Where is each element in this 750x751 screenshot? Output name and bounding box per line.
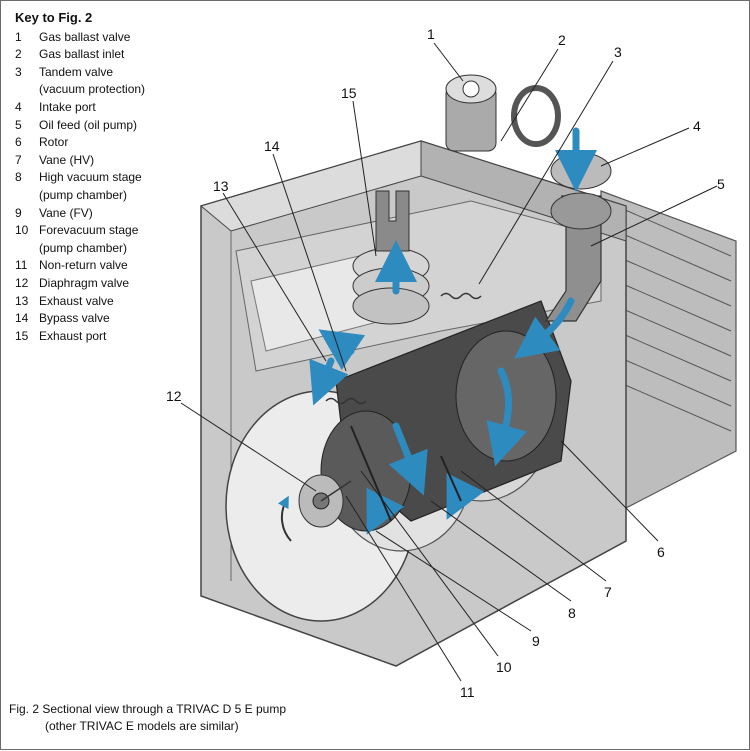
callout-10: 10 xyxy=(496,659,512,675)
key-item: 15 Exhaust port xyxy=(15,328,145,346)
key-item-number: 7 xyxy=(15,152,22,167)
key-item-label: High vacuum stage xyxy=(39,170,142,185)
key-item: 8 High vacuum stage xyxy=(15,169,145,187)
key-item-number: 9 xyxy=(15,205,22,220)
key-item-label: Diaphragm valve xyxy=(39,275,130,290)
caption-line-2: (other TRIVAC E models are similar) xyxy=(45,719,239,733)
callout-2: 2 xyxy=(558,32,566,48)
key-item-label: Forevacuum stage xyxy=(39,223,139,238)
key-item-label: Exhaust port xyxy=(39,328,107,343)
callout-14: 14 xyxy=(264,138,280,154)
key-item: (vacuum protection) xyxy=(15,81,145,99)
key-item: 7 Vane (HV) xyxy=(15,152,145,170)
callout-11: 11 xyxy=(460,684,475,700)
leader-lines xyxy=(180,42,718,682)
valve-springs xyxy=(320,292,482,502)
callout-12: 12 xyxy=(166,388,182,404)
figure-caption: Fig. 2 Sectional view through a TRIVAC D… xyxy=(9,701,286,735)
key-item: 3 Tandem valve xyxy=(15,64,145,82)
key-item-number: 11 xyxy=(15,258,28,273)
key-item-label: Intake port xyxy=(39,99,96,114)
key-item-number: 8 xyxy=(15,170,22,185)
key-item: 13 Exhaust valve xyxy=(15,293,145,311)
motor-housing xyxy=(600,190,737,522)
key-item-label: Exhaust valve xyxy=(39,293,114,308)
callout-13: 13 xyxy=(213,178,229,194)
key-item-number: 3 xyxy=(15,64,22,79)
key-item: 10 Forevacuum stage xyxy=(15,222,145,240)
callout-7: 7 xyxy=(604,584,612,600)
key-item: 12 Diaphragm valve xyxy=(15,275,145,293)
key-item-label: Bypass valve xyxy=(39,311,110,326)
key-item: (pump chamber) xyxy=(15,240,145,258)
key-item-label: Oil feed (oil pump) xyxy=(39,117,138,132)
key-item-label: Rotor xyxy=(39,135,69,150)
key-item-number: 6 xyxy=(15,135,22,150)
callout-labels: 1 2 3 4 5 6 7 8 9 10 11 12 13 14 15 xyxy=(166,26,725,700)
key-item: 6 Rotor xyxy=(15,134,145,152)
key-item: 11 Non-return valve xyxy=(15,257,145,275)
key-item: 9 Vane (FV) xyxy=(15,205,145,223)
key-item-number: 5 xyxy=(15,117,22,132)
key-item-label: Non-return valve xyxy=(39,258,128,273)
gas-ballast-valve xyxy=(445,74,497,152)
key-item: 4 Intake port xyxy=(15,99,145,117)
figure-key: Key to Fig. 2 1 Gas ballast valve 2 Gas bal… xyxy=(15,9,145,345)
callout-5: 5 xyxy=(717,176,725,192)
key-item-label: (pump chamber) xyxy=(39,187,128,202)
flow-arrows xyxy=(309,127,597,535)
key-title: Key to Fig. 2 xyxy=(15,10,93,25)
key-item: (pump chamber) xyxy=(15,187,145,205)
callout-9: 9 xyxy=(532,633,540,649)
key-item-label: (pump chamber) xyxy=(39,240,128,255)
key-item-label: (vacuum protection) xyxy=(39,82,146,97)
key-item-number: 4 xyxy=(15,99,22,114)
callout-15: 15 xyxy=(341,85,357,101)
key-item-number: 1 xyxy=(15,29,22,44)
callout-6: 6 xyxy=(657,544,665,560)
key-item-number: 10 xyxy=(15,223,29,238)
key-item-number: 15 xyxy=(15,328,29,343)
key-item-number: 12 xyxy=(15,275,29,290)
key-item: 1 Gas ballast valve xyxy=(15,29,145,47)
key-item-number: 14 xyxy=(15,311,29,326)
vanes xyxy=(350,425,462,522)
callout-8: 8 xyxy=(568,605,576,621)
key-item-number: 2 xyxy=(15,47,22,62)
key-item-label: Vane (FV) xyxy=(39,205,93,220)
callout-1: 1 xyxy=(427,26,435,42)
callout-3: 3 xyxy=(614,44,622,60)
key-item: 5 Oil feed (oil pump) xyxy=(15,117,145,135)
key-item-number: 13 xyxy=(15,293,29,308)
key-item-label: Tandem valve xyxy=(39,64,114,79)
callout-4: 4 xyxy=(693,118,701,134)
key-item-label: Gas ballast inlet xyxy=(39,47,125,62)
key-item: 14 Bypass valve xyxy=(15,310,145,328)
key-list: 1 Gas ballast valve 2 Gas ballast inlet 3 Tan… xyxy=(15,29,145,346)
key-item-label: Gas ballast valve xyxy=(39,29,131,44)
caption-line-1: Fig. 2 Sectional view through a TRIVAC D… xyxy=(9,702,287,716)
key-item-label: Vane (HV) xyxy=(39,152,95,167)
key-item: 2 Gas ballast inlet xyxy=(15,46,145,64)
